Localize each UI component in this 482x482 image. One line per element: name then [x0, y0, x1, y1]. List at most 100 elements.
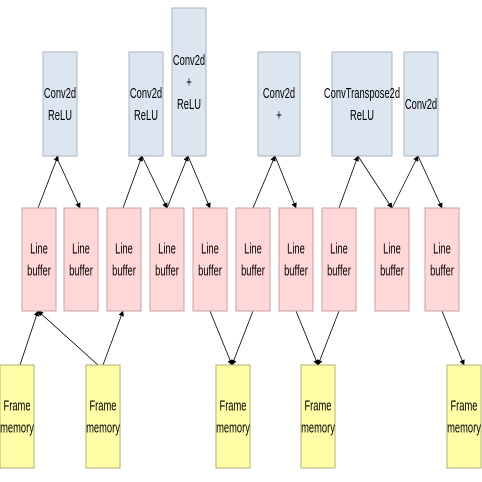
frame-memory-label: Frame	[3, 397, 30, 414]
conv-block-box	[42, 51, 78, 157]
line-buffer: Line buffer	[374, 207, 410, 312]
line-buffer-box	[192, 207, 228, 312]
nodes: Conv2dReLUConv2dReLUConv2d+ReLUConv2d+Co…	[0, 7, 482, 469]
line-buffer-box	[106, 207, 142, 312]
connection-arrow	[338, 155, 359, 209]
connection-arrow	[231, 310, 254, 366]
line-buffer-box	[63, 207, 99, 312]
frame-memory-label: Frame	[89, 397, 116, 414]
connections	[19, 155, 465, 366]
line-buffer-label: buffer	[430, 262, 454, 279]
frame-memory-box	[215, 364, 251, 469]
frame-memory-label: memory	[216, 419, 250, 436]
line-buffer-box	[278, 207, 314, 312]
conv-block-label: Conv2d	[44, 85, 76, 102]
line-buffer-label: Line	[158, 240, 176, 257]
conv-block-box	[331, 51, 393, 157]
connection-arrow	[102, 310, 124, 366]
line-buffer-box	[374, 207, 410, 312]
frame-memory: Frame memory	[446, 364, 482, 469]
conv-block-label: ReLU	[350, 107, 374, 124]
connection-arrow	[37, 310, 99, 366]
conv-block-label: Conv2d	[173, 52, 205, 69]
line-buffer-label: Line	[330, 240, 348, 257]
conv-block-label: Conv2d	[263, 85, 295, 102]
conv-block-label: Conv2d	[405, 96, 437, 113]
line-buffer-box	[235, 207, 271, 312]
line-buffer-box	[21, 207, 57, 312]
conv-block-box	[128, 51, 164, 157]
connection-arrow	[317, 310, 340, 366]
frame-memory-box	[0, 364, 35, 469]
connection-arrow	[417, 155, 443, 209]
connection-arrow	[19, 310, 40, 366]
connection-arrow	[441, 310, 465, 366]
connection-arrow	[55, 155, 81, 209]
line-buffer: Line buffer	[321, 207, 357, 312]
line-buffer-label: buffer	[327, 262, 351, 279]
frame-memory-box	[446, 364, 482, 469]
connection-arrow	[274, 155, 297, 209]
line-buffer-label: buffer	[69, 262, 93, 279]
frame-memory-label: memory	[301, 419, 335, 436]
conv-block-label: +	[186, 74, 191, 91]
connection-arrow	[37, 155, 59, 209]
line-buffer-label: Line	[383, 240, 401, 257]
line-buffer-label: Line	[244, 240, 262, 257]
line-buffer: Line buffer	[424, 207, 460, 312]
line-buffer-box	[321, 207, 357, 312]
connection-arrow	[187, 155, 211, 209]
line-buffer-label: buffer	[27, 262, 51, 279]
frame-memory-label: Frame	[450, 397, 477, 414]
line-buffer: Line buffer	[278, 207, 314, 312]
line-buffer: Line buffer	[149, 207, 185, 312]
line-buffer-label: Line	[201, 240, 219, 257]
conv-block: Conv2d	[403, 51, 439, 157]
line-buffer-label: Line	[287, 240, 305, 257]
conv-block-label: ReLU	[134, 107, 158, 124]
connection-arrow	[391, 155, 419, 209]
frame-memory-label: memory	[447, 419, 481, 436]
frame-memory-label: memory	[86, 419, 120, 436]
line-buffer: Line buffer	[106, 207, 142, 312]
line-buffer-label: buffer	[380, 262, 404, 279]
line-buffer: Line buffer	[235, 207, 271, 312]
line-buffer-label: buffer	[198, 262, 222, 279]
connection-arrow	[141, 155, 168, 209]
conv-block: Conv2d +	[257, 51, 301, 157]
frame-memory: Frame memory	[300, 364, 336, 469]
frame-memory-box	[85, 364, 121, 469]
frame-memory-label: Frame	[304, 397, 331, 414]
line-buffer-label: buffer	[241, 262, 265, 279]
conv-block-box	[257, 51, 301, 157]
frame-memory: Frame memory	[85, 364, 121, 469]
frame-memory-label: Frame	[219, 397, 246, 414]
line-buffer-label: buffer	[284, 262, 308, 279]
line-buffer-label: buffer	[112, 262, 136, 279]
conv-block-label: +	[276, 107, 281, 124]
conv-block-box	[403, 51, 439, 157]
connection-arrow	[252, 155, 276, 209]
line-buffer: Line buffer	[21, 207, 57, 312]
conv-block-label: ReLU	[48, 107, 72, 124]
line-buffer-box	[149, 207, 185, 312]
line-buffer-label: Line	[433, 240, 451, 257]
conv-block-label: Conv2d	[130, 85, 162, 102]
conv-block-box	[171, 7, 207, 157]
connection-arrow	[209, 310, 233, 366]
conv-block-label: ReLU	[177, 96, 201, 113]
connection-arrow	[295, 310, 319, 366]
line-buffer-label: buffer	[155, 262, 179, 279]
frame-memory: Frame memory	[215, 364, 251, 469]
line-buffer-label: Line	[115, 240, 133, 257]
connection-arrow	[122, 155, 143, 209]
conv-block-label: ConvTranspose2d	[324, 85, 400, 102]
connection-arrow	[357, 155, 393, 209]
line-buffer-box	[424, 207, 460, 312]
line-buffer-label: Line	[30, 240, 48, 257]
